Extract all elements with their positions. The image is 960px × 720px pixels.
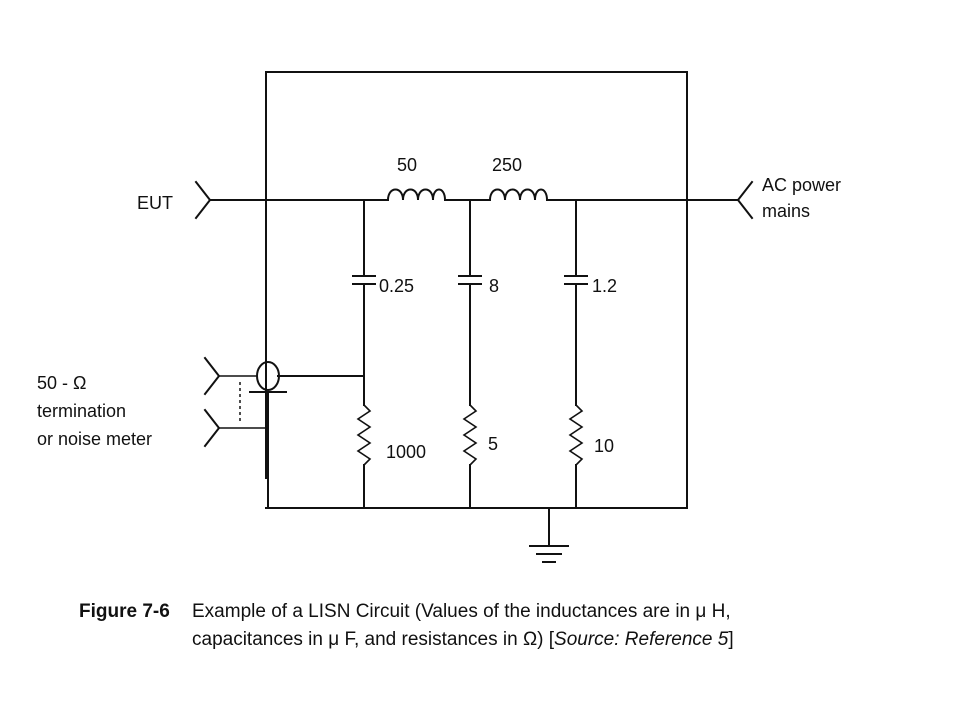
capacitor-2-value: 8 — [489, 276, 499, 296]
termination-label-line1: 50 - Ω — [37, 373, 86, 393]
termination-label-line3: or noise meter — [37, 429, 152, 449]
inductor-2-value: 250 — [492, 155, 522, 175]
eut-connector-icon — [194, 180, 212, 220]
resistor-3-value: 10 — [594, 436, 614, 456]
ground-icon — [529, 507, 569, 563]
branch-3 — [564, 199, 588, 509]
branch-2 — [458, 199, 482, 509]
caption-line-2: capacitances in μ F, and resistances in … — [192, 629, 734, 651]
caption-source: Source: Reference 5 — [554, 629, 729, 650]
capacitor-1-value: 0.25 — [379, 276, 414, 296]
caption-line-2-text: capacitances in μ F, and resistances in … — [192, 629, 555, 650]
termination-connector-1-icon — [203, 356, 221, 396]
resistor-2-value: 5 — [488, 434, 498, 454]
main-line — [209, 188, 739, 202]
ac-mains-connector-icon — [736, 180, 754, 220]
termination-connector-2-icon — [203, 408, 221, 448]
ac-mains-label-line1: AC power — [762, 175, 841, 195]
caption-line-2-end: ] — [728, 629, 734, 650]
inductor-1-value: 50 — [397, 155, 417, 175]
measurement-port — [203, 356, 365, 509]
branch-1 — [352, 199, 376, 509]
resistor-1-value: 1000 — [386, 442, 426, 462]
termination-label-line2: termination — [37, 401, 126, 421]
eut-label: EUT — [137, 193, 173, 213]
ac-mains-label-line2: mains — [762, 201, 810, 221]
caption-line-1: Example of a LISN Circuit (Values of the… — [192, 601, 731, 622]
capacitor-3-value: 1.2 — [592, 276, 617, 296]
enclosure-box — [265, 71, 688, 509]
figure-number: Figure 7-6 — [79, 601, 170, 622]
